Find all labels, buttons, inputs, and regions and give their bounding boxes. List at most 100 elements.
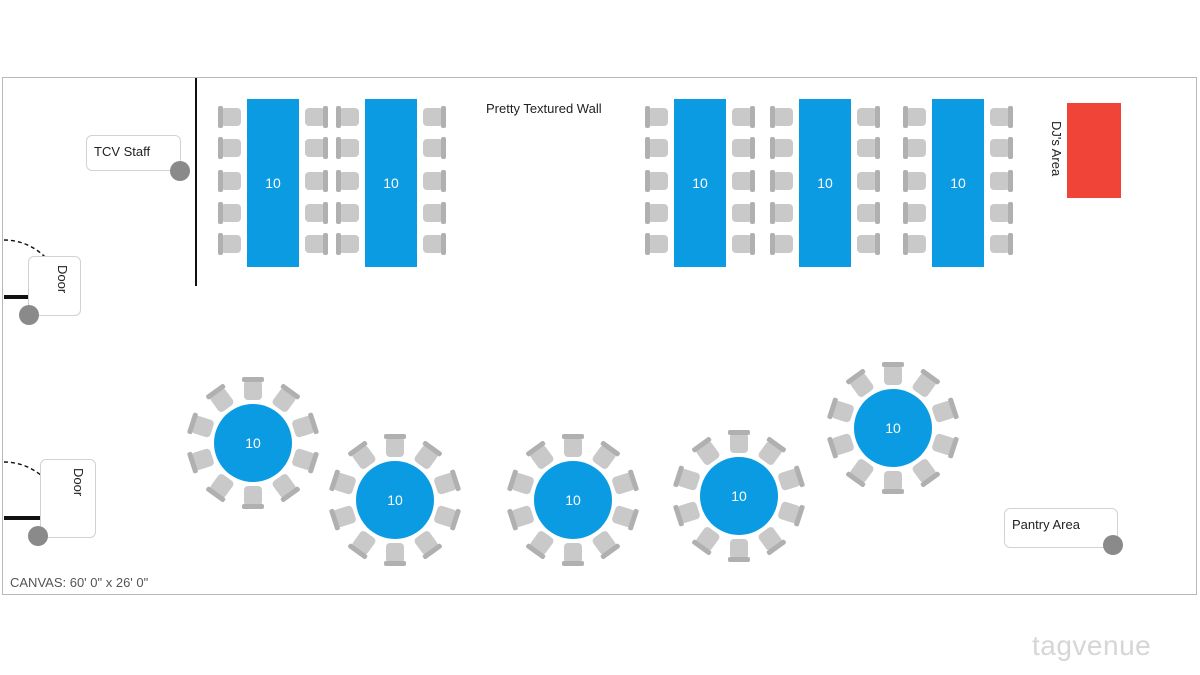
chair <box>612 505 639 531</box>
chair <box>292 448 319 474</box>
chair <box>903 202 926 224</box>
chair <box>348 440 376 469</box>
chair <box>423 106 446 128</box>
chair <box>423 233 446 255</box>
chair <box>857 137 880 159</box>
chair <box>336 202 359 224</box>
rect-table[interactable] <box>247 99 299 267</box>
chair <box>218 137 241 159</box>
chair <box>414 531 442 560</box>
round-table[interactable] <box>700 457 778 535</box>
rect-table-group: 10 <box>645 99 755 267</box>
chair <box>758 436 786 465</box>
round-table[interactable] <box>214 404 292 482</box>
chair <box>187 412 214 438</box>
rect-table[interactable] <box>365 99 417 267</box>
chair <box>218 233 241 255</box>
chair <box>434 505 461 531</box>
chair <box>770 137 793 159</box>
chair <box>758 527 786 556</box>
chair <box>673 501 700 527</box>
chair <box>770 170 793 192</box>
chair <box>645 233 668 255</box>
pantry-area-label: Pantry Area <box>1012 517 1080 532</box>
round-table[interactable] <box>356 461 434 539</box>
rect-table[interactable] <box>932 99 984 267</box>
chair <box>990 137 1013 159</box>
chair <box>336 233 359 255</box>
chair <box>912 368 940 397</box>
rect-table-seat-count: 10 <box>692 175 708 191</box>
tcv-staff-pin-icon <box>170 161 190 181</box>
floor-plan-canvas <box>2 77 1197 595</box>
chair <box>912 459 940 488</box>
chair <box>903 170 926 192</box>
round-table-seat-count: 10 <box>731 488 747 504</box>
chair <box>857 233 880 255</box>
chair <box>692 527 720 556</box>
chair <box>526 531 554 560</box>
rect-table[interactable] <box>674 99 726 267</box>
door-bottom-marker[interactable]: Door <box>40 459 96 538</box>
chair <box>562 543 584 566</box>
chair <box>778 501 805 527</box>
dj-area[interactable] <box>1067 103 1121 198</box>
chair <box>846 459 874 488</box>
chair <box>206 383 234 412</box>
chair <box>329 505 356 531</box>
chair <box>990 170 1013 192</box>
round-table[interactable] <box>534 461 612 539</box>
chair <box>612 469 639 495</box>
dj-area-label: DJ's Area <box>1049 121 1064 177</box>
chair <box>329 469 356 495</box>
door-top-marker[interactable]: Door <box>28 256 81 316</box>
chair <box>827 433 854 459</box>
chair <box>732 106 755 128</box>
chair <box>857 106 880 128</box>
chair <box>990 106 1013 128</box>
round-table-group: 10 <box>507 434 639 566</box>
chair <box>242 377 264 400</box>
chair <box>218 106 241 128</box>
door-bottom-label: Door <box>71 468 86 497</box>
chair <box>272 474 300 503</box>
chair <box>673 465 700 491</box>
round-table-group: 10 <box>187 377 319 509</box>
chair <box>932 397 959 423</box>
chair <box>305 137 328 159</box>
wall-label: Pretty Textured Wall <box>486 101 602 116</box>
pantry-area-marker[interactable]: Pantry Area <box>1004 508 1118 548</box>
chair <box>242 486 264 509</box>
chair <box>645 106 668 128</box>
pantry-area-pin-icon <box>1103 535 1123 555</box>
rect-table-seat-count: 10 <box>265 175 281 191</box>
watermark-logo: tagvenue <box>1032 630 1152 661</box>
tcv-staff-marker[interactable]: TCV Staff <box>86 135 181 171</box>
chair <box>990 202 1013 224</box>
chair <box>770 233 793 255</box>
chair <box>305 233 328 255</box>
chair <box>846 368 874 397</box>
chair <box>592 531 620 560</box>
chair <box>728 430 750 453</box>
chair <box>336 137 359 159</box>
chair <box>305 106 328 128</box>
rect-table[interactable] <box>799 99 851 267</box>
chair <box>732 233 755 255</box>
round-table-group: 10 <box>673 430 805 562</box>
chair <box>305 170 328 192</box>
chair <box>732 170 755 192</box>
chair <box>507 469 534 495</box>
chair <box>857 170 880 192</box>
round-table[interactable] <box>854 389 932 467</box>
chair <box>903 137 926 159</box>
rect-table-group: 10 <box>218 99 328 267</box>
canvas-size-label: CANVAS: 60' 0" x 26' 0" <box>10 575 149 590</box>
door-bottom-pin-icon <box>28 526 48 546</box>
chair <box>645 202 668 224</box>
rect-table-seat-count: 10 <box>383 175 399 191</box>
rect-table-seat-count: 10 <box>817 175 833 191</box>
rect-table-group: 10 <box>903 99 1013 267</box>
chair <box>414 440 442 469</box>
door-top-pin-icon <box>19 305 39 325</box>
